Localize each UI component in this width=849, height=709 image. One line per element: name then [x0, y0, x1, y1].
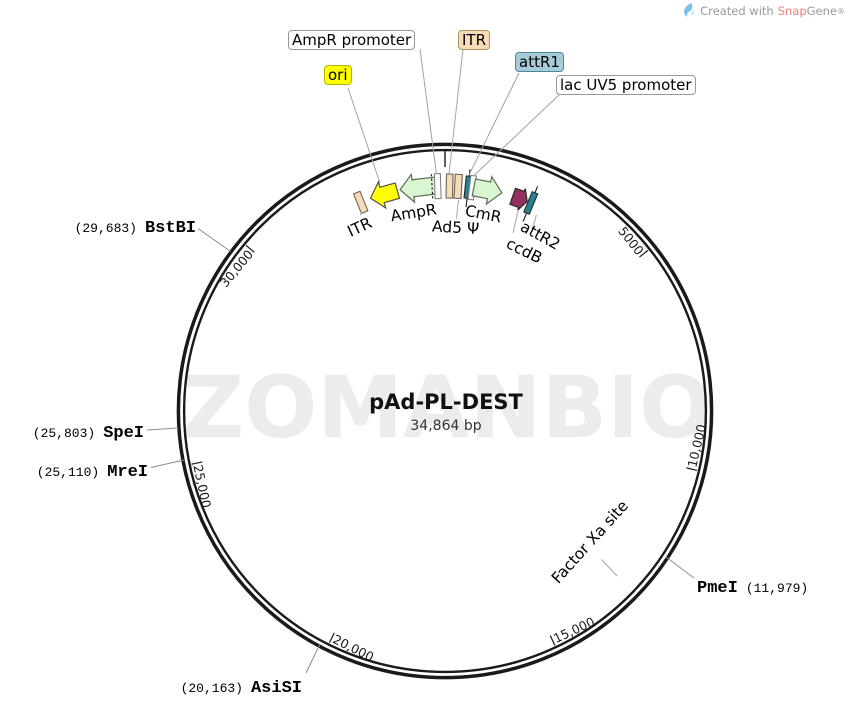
feature-ITR: [445, 173, 454, 199]
tick-30000: [245, 244, 255, 253]
tick-20000: [328, 632, 335, 644]
snapgene-flame-icon: [683, 2, 694, 20]
enzyme-AsiSI: (20,163)AsiSI: [181, 679, 302, 698]
feature-ori: [369, 180, 401, 210]
created-with-text: Created with: [700, 4, 774, 18]
ori-arrow: [369, 180, 401, 210]
callout-lac-UV5-promoter: lac UV5 promoter: [556, 75, 696, 95]
enzyme-leader-MreI: [150, 459, 185, 468]
tick-15000: [549, 635, 556, 646]
ccdb-label-leader: [512, 210, 519, 234]
feature-ccdB: [509, 187, 528, 211]
callout-leader-AmpR promoter: [419, 48, 437, 175]
AmpR-promoter-box: [433, 172, 442, 200]
Ad5-psi-box: [453, 173, 463, 200]
callout-leader-lac UV5 promoter: [474, 93, 561, 176]
AmpR-arrow: [399, 172, 439, 204]
enzyme-labels: (29,683)BstBI (25,803)SpeI (25,110)MreI (20…: [33, 219, 808, 698]
feature-label-Ad5 Ψ: Ad5 Ψ: [432, 217, 480, 238]
callout-ori: ori: [324, 65, 352, 85]
feature-Ad5-psi: [453, 173, 463, 200]
ad5-psi-label-leader: [456, 199, 459, 219]
enzyme-leader-PmeI: [665, 556, 695, 579]
attr2-label-leader: [532, 214, 537, 227]
factor-xa-leader: [601, 559, 618, 577]
backbone-outer-circle: [176, 142, 714, 680]
enzyme-BstBI: (29,683)BstBI: [75, 219, 196, 238]
ITR-box: [445, 173, 454, 199]
callout-attR1: attR1: [515, 52, 564, 72]
feature-attR2: [522, 186, 539, 222]
ccdB-arrow: [509, 187, 528, 211]
ITR-upstream-box: [352, 190, 369, 215]
feature-CmR: [471, 174, 503, 206]
registered-mark: ®: [837, 6, 845, 16]
tick-10000: [686, 467, 698, 471]
CmR-arrow: [471, 174, 503, 206]
feature-label-Factor Xa site: Factor Xa site: [548, 497, 632, 587]
plasmid-size: 34,864 bp: [410, 418, 481, 434]
plasmid-backbone: [176, 142, 714, 680]
feature-AmpR: [399, 172, 439, 204]
enzyme-leader-SpeI: [146, 427, 179, 431]
brand-snap: Snap: [777, 4, 807, 18]
tick-label-15000: 15,000: [551, 614, 597, 646]
enzyme-leader-BstBI: [197, 228, 231, 252]
feature-label-ITR: ITR: [345, 214, 375, 241]
callout-AmpR-promoter: AmpR promoter: [288, 30, 416, 50]
leader-lines: [146, 48, 695, 674]
callout-ITR: ITR: [458, 30, 491, 50]
enzyme-leader-AsiSI: [305, 643, 321, 674]
callout-leader-attR1: [468, 72, 520, 176]
feature-ITR-upstream: [352, 190, 369, 215]
brand-gene: Gene: [806, 4, 837, 18]
tick-25000: [191, 461, 203, 465]
features: [352, 169, 539, 222]
enzyme-SpeI: (25,803)SpeI: [33, 424, 144, 443]
callout-leader-ori: [347, 87, 381, 184]
attR2-box: [523, 190, 539, 216]
feature-label-AmpR: AmpR: [389, 200, 438, 225]
itr-upstream-label-leader: [360, 210, 362, 216]
snapgene-credit: Created with Snap Gene ®: [683, 2, 845, 20]
tick-5000: [639, 249, 649, 258]
plasmid-name: pAd-PL-DEST: [369, 390, 523, 414]
enzyme-name: PmeI: [697, 579, 738, 598]
watermark-text: ZOMANBIO: [182, 358, 712, 458]
enzyme-MreI: (25,110)MreI: [37, 463, 148, 482]
backbone-inner-circle: [182, 148, 708, 674]
feature-AmpR-promoter: [433, 172, 442, 200]
callout-leader-ITR: [448, 48, 464, 175]
enzyme-PmeI: PmeI(11,979): [697, 579, 808, 598]
